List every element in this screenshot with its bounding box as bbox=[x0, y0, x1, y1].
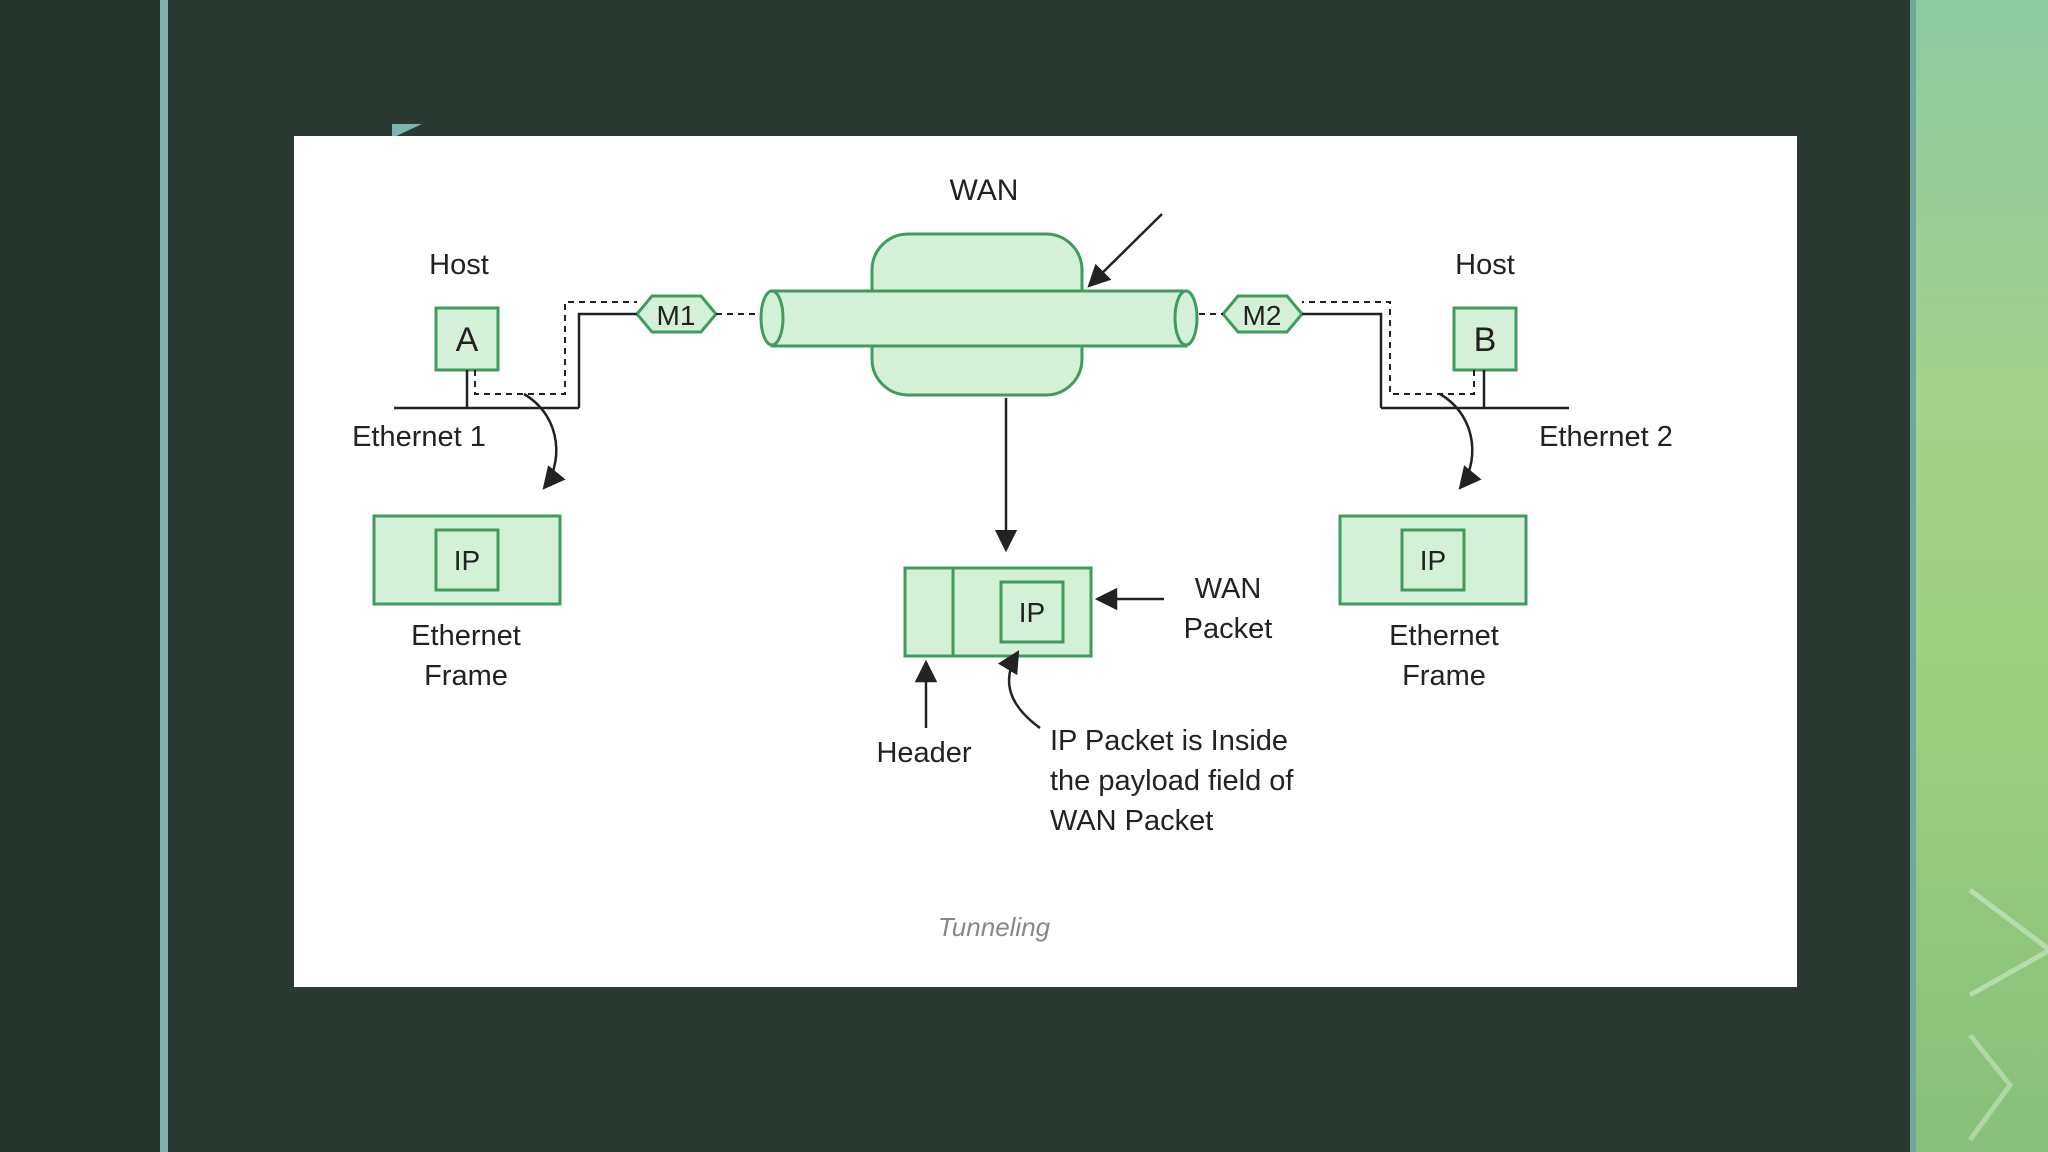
ethernet-2-dashed-path bbox=[1302, 301, 1475, 395]
ethernet-1-curved-arrow bbox=[523, 392, 566, 490]
corner-marker-icon bbox=[392, 124, 422, 138]
tunneling-diagram: WAN M1 M2 Host A bbox=[352, 174, 1673, 942]
host-a-letter: A bbox=[456, 321, 479, 359]
ethernet-1-dashed-path bbox=[474, 301, 637, 395]
ethernet-frame-right-ip: IP bbox=[1420, 545, 1446, 576]
wan-label: WAN bbox=[950, 174, 1019, 207]
diagram-caption: Tunneling bbox=[938, 912, 1051, 942]
ethernet-frame-right-label-2: Frame bbox=[1402, 660, 1486, 692]
slide-right-edge bbox=[1910, 0, 1916, 1152]
ethernet-frame-left-ip-box bbox=[434, 528, 500, 592]
wan-packet-label-2: Packet bbox=[1184, 613, 1273, 645]
host-a-title: Host bbox=[429, 249, 489, 281]
header-label: Header bbox=[876, 737, 971, 769]
ethernet-1-label: Ethernet 1 bbox=[352, 421, 486, 453]
slide-left-band bbox=[0, 0, 160, 1152]
ethernet-frame-left-label-2: Frame bbox=[424, 660, 508, 692]
ethernet-frame-right-ip-box bbox=[1400, 528, 1466, 592]
wan-packet-ip-box bbox=[999, 580, 1065, 644]
wan-packet-label-1: WAN bbox=[1195, 573, 1262, 605]
ethernet-frame-right-label-1: Ethernet bbox=[1389, 620, 1499, 652]
slide-right-band bbox=[1910, 0, 2048, 1152]
payload-note-curved-arrow bbox=[997, 650, 1041, 730]
host-b-letter: B bbox=[1474, 321, 1497, 359]
tunnel-pipe-left-end bbox=[759, 289, 785, 347]
payload-note-line-3: WAN Packet bbox=[1050, 805, 1213, 837]
ethernet-1-uplink bbox=[577, 312, 637, 408]
router-m1-label: M1 bbox=[657, 300, 696, 331]
ethernet-2-label: Ethernet 2 bbox=[1539, 421, 1673, 453]
chevron-decoration-icon bbox=[1967, 888, 2048, 1142]
ethernet-frame-left-label-1: Ethernet bbox=[411, 620, 521, 652]
slide-accent-line bbox=[160, 0, 168, 1152]
diagram-figure: WAN M1 M2 Host A bbox=[294, 136, 1797, 987]
tunnel-pipe bbox=[770, 289, 1188, 348]
ethernet-2-curved-arrow bbox=[1439, 392, 1482, 490]
wan-packet-ip: IP bbox=[1019, 597, 1045, 628]
router-m2-label: M2 bbox=[1243, 300, 1282, 331]
payload-note-line-1: IP Packet is Inside bbox=[1050, 725, 1288, 757]
ethernet-frame-left-ip: IP bbox=[454, 545, 480, 576]
ethernet-2-uplink bbox=[1302, 312, 1383, 408]
payload-note-line-2: the payload field of bbox=[1050, 765, 1294, 797]
host-b-title: Host bbox=[1455, 249, 1515, 281]
tunnel-pipe-right-end bbox=[1173, 289, 1199, 347]
tunnel-pointer-arrow bbox=[1087, 213, 1163, 288]
